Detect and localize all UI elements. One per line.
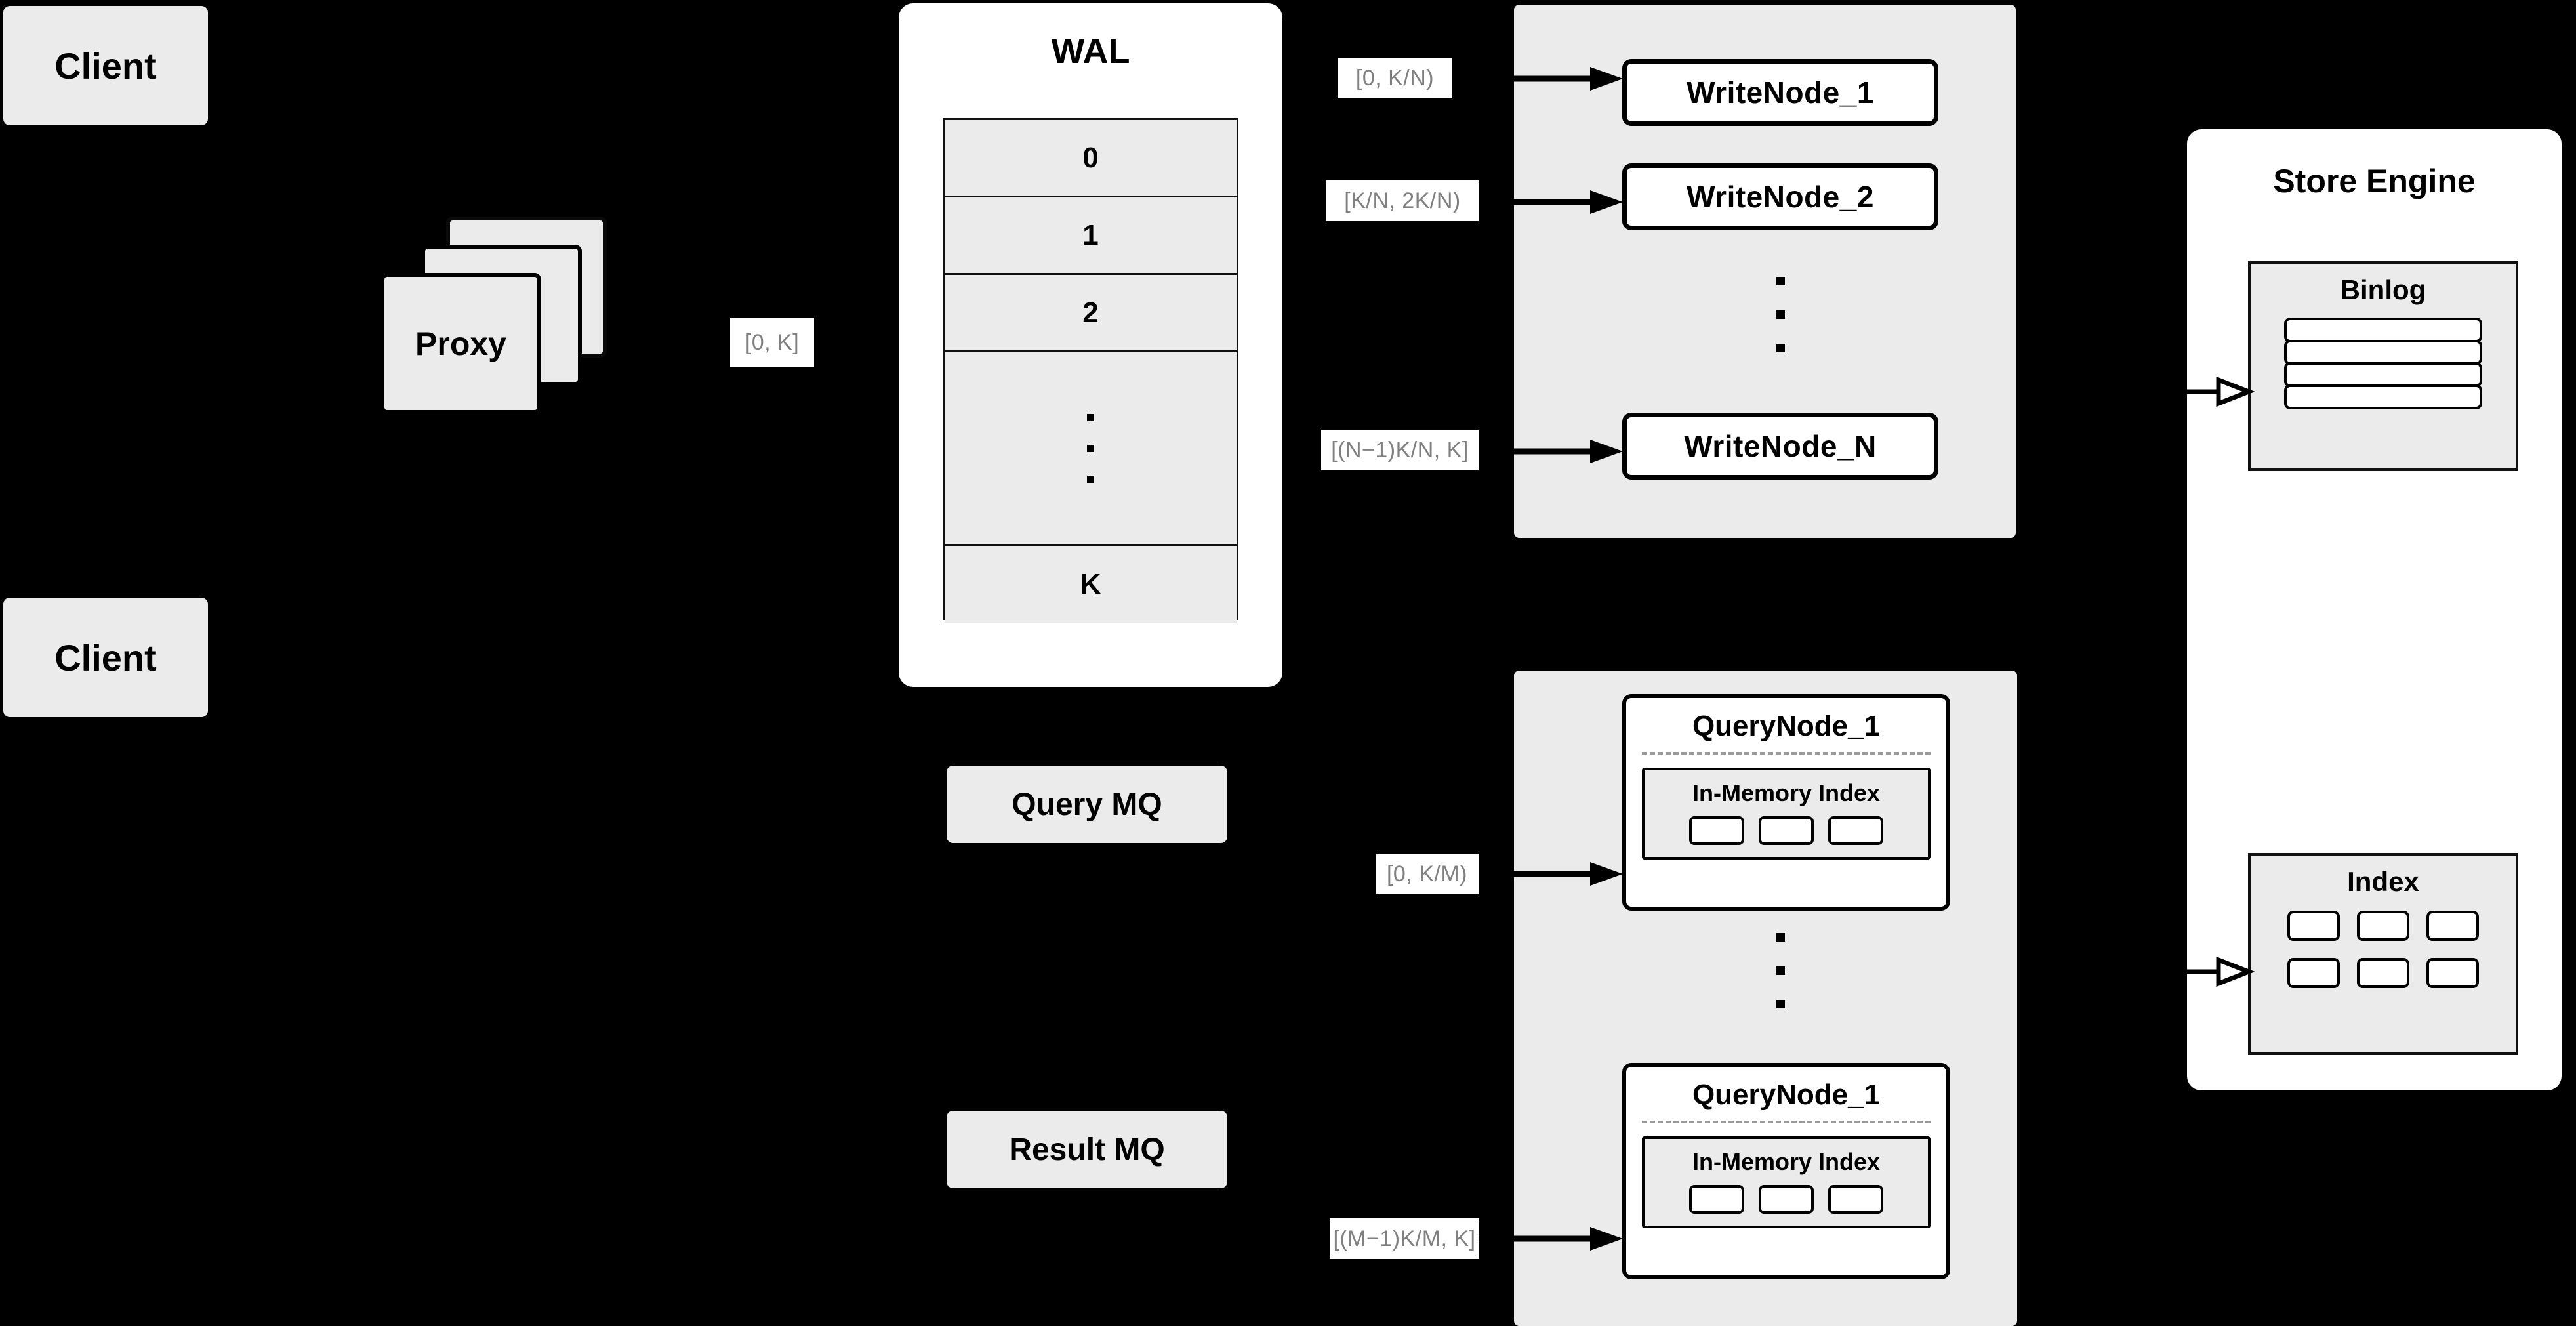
ellipsis-dot	[1776, 1000, 1785, 1008]
range-label-write-node-n: [(N−1)K/N, K]	[1321, 430, 1479, 470]
write-node-1[interactable]: WriteNode_1	[1622, 59, 1938, 126]
wal-row-label: 1	[1082, 218, 1099, 251]
result-mq-label: Result MQ	[1009, 1132, 1165, 1167]
query-node-ellipsis	[1776, 933, 1785, 1008]
wal-row[interactable]: 2	[945, 275, 1237, 352]
ellipsis-dot	[1776, 344, 1785, 352]
index-cell	[1689, 1185, 1744, 1214]
arrow-to-query-node-m	[1479, 1227, 1623, 1251]
range-label-proxy-to-wal-text: [0, K]	[745, 329, 800, 355]
wal-container: WAL 0 1 2 K	[899, 3, 1282, 687]
write-node-n[interactable]: WriteNode_N	[1622, 413, 1938, 480]
index-cell	[2357, 911, 2409, 941]
wal-row-label: 0	[1082, 141, 1099, 174]
binlog-segments	[2251, 318, 2516, 409]
index-cell	[1828, 1185, 1883, 1214]
in-memory-index-m-title: In-Memory Index	[1692, 1148, 1881, 1175]
in-memory-index-1: In-Memory Index	[1642, 768, 1931, 860]
index-cell	[1759, 1185, 1814, 1214]
in-memory-index-m-cells	[1645, 1185, 1928, 1214]
in-memory-index-1-cells	[1645, 816, 1928, 845]
arrow-to-write-node-2	[1479, 190, 1623, 214]
binlog-segment	[2284, 340, 2482, 365]
write-node-n-label: WriteNode_N	[1684, 429, 1877, 463]
in-memory-index-m: In-Memory Index	[1642, 1136, 1931, 1228]
ellipsis-dot	[1776, 933, 1785, 942]
index-cells	[2251, 911, 2516, 988]
index-cell	[1689, 816, 1744, 845]
wal-row-label: K	[1080, 568, 1101, 600]
ellipsis-dot	[1776, 966, 1785, 975]
wal-entry-table: 0 1 2 K	[943, 118, 1238, 623]
wal-row-ellipsis	[945, 352, 1237, 546]
binlog-box: Binlog	[2248, 261, 2518, 471]
index-cell	[2426, 911, 2479, 941]
index-box: Index	[2248, 853, 2518, 1055]
range-label-query-node-1: [0, K/M)	[1376, 854, 1479, 894]
range-label-write-node-2-text: [K/N, 2K/N)	[1344, 188, 1461, 213]
proxy-stack[interactable]: Proxy	[380, 217, 676, 420]
proxy-label: Proxy	[415, 325, 506, 362]
binlog-segment	[2284, 362, 2482, 387]
index-cell	[2357, 958, 2409, 988]
ellipsis-dot	[1087, 413, 1094, 421]
proxy-box[interactable]: Proxy	[380, 273, 541, 414]
in-memory-index-1-title: In-Memory Index	[1692, 779, 1881, 806]
arrow-to-write-node-n	[1479, 440, 1623, 463]
store-engine-title: Store Engine	[2273, 163, 2476, 199]
binlog-segment	[2284, 384, 2482, 409]
binlog-title: Binlog	[2340, 274, 2426, 305]
index-cell	[2426, 958, 2479, 988]
query-node-m[interactable]: QueryNode_1 In-Memory Index	[1622, 1063, 1950, 1279]
index-cell	[2287, 911, 2340, 941]
index-cell	[1828, 816, 1883, 845]
write-node-2-label: WriteNode_2	[1687, 180, 1874, 214]
range-label-query-node-1-text: [0, K/M)	[1386, 861, 1468, 886]
range-label-query-node-m: [(M−1)K/M, K]	[1330, 1218, 1479, 1259]
query-node-1[interactable]: QueryNode_1 In-Memory Index	[1622, 694, 1950, 911]
range-label-query-node-m-text: [(M−1)K/M, K]	[1333, 1226, 1476, 1251]
arrow-to-write-node-1	[1479, 67, 1623, 91]
ellipsis-dot	[1776, 277, 1785, 285]
write-node-2[interactable]: WriteNode_2	[1622, 163, 1938, 230]
range-label-write-node-1-text: [0, K/N)	[1355, 65, 1435, 91]
query-node-1-label: QueryNode_1	[1692, 710, 1881, 742]
index-cell	[1759, 816, 1814, 845]
query-node-group: QueryNode_1 In-Memory Index QueryNode_1 …	[1514, 671, 2017, 1326]
wal-row[interactable]: 0	[945, 120, 1237, 197]
range-label-write-node-n-text: [(N−1)K/N, K]	[1331, 437, 1469, 463]
arrow-to-binlog	[2186, 376, 2255, 407]
query-node-1-divider	[1642, 752, 1931, 755]
store-engine-container: Store Engine Binlog Index	[2187, 129, 2562, 1090]
write-node-1-label: WriteNode_1	[1687, 75, 1874, 110]
index-cell	[2287, 958, 2340, 988]
query-node-m-divider	[1642, 1121, 1931, 1123]
client-label-2: Client	[54, 636, 157, 678]
arrow-to-query-node-1	[1479, 862, 1623, 886]
write-node-group: WriteNode_1 WriteNode_2 WriteNode_N	[1514, 5, 2016, 538]
ellipsis-dot	[1776, 310, 1785, 319]
wal-row[interactable]: 1	[945, 197, 1237, 275]
range-label-write-node-1: [0, K/N)	[1338, 58, 1452, 98]
wal-row[interactable]: K	[945, 546, 1237, 623]
wal-row-label: 2	[1082, 296, 1099, 329]
ellipsis-dot	[1087, 475, 1094, 483]
binlog-segment	[2284, 318, 2482, 342]
client-label-1: Client	[54, 45, 157, 87]
index-title: Index	[2347, 866, 2419, 897]
arrow-to-index	[2186, 956, 2255, 987]
query-mq-label: Query MQ	[1012, 787, 1162, 822]
ellipsis-dot	[1087, 444, 1094, 452]
query-node-m-label: QueryNode_1	[1692, 1079, 1881, 1111]
wal-title: WAL	[1051, 31, 1130, 71]
write-node-ellipsis	[1776, 277, 1785, 352]
range-label-write-node-2: [K/N, 2K/N)	[1326, 180, 1479, 221]
client-box-2[interactable]: Client	[3, 598, 208, 717]
query-mq-box[interactable]: Query MQ	[947, 766, 1227, 843]
client-box-1[interactable]: Client	[3, 6, 208, 125]
range-label-proxy-to-wal: [0, K]	[730, 318, 814, 367]
result-mq-box[interactable]: Result MQ	[947, 1111, 1227, 1188]
